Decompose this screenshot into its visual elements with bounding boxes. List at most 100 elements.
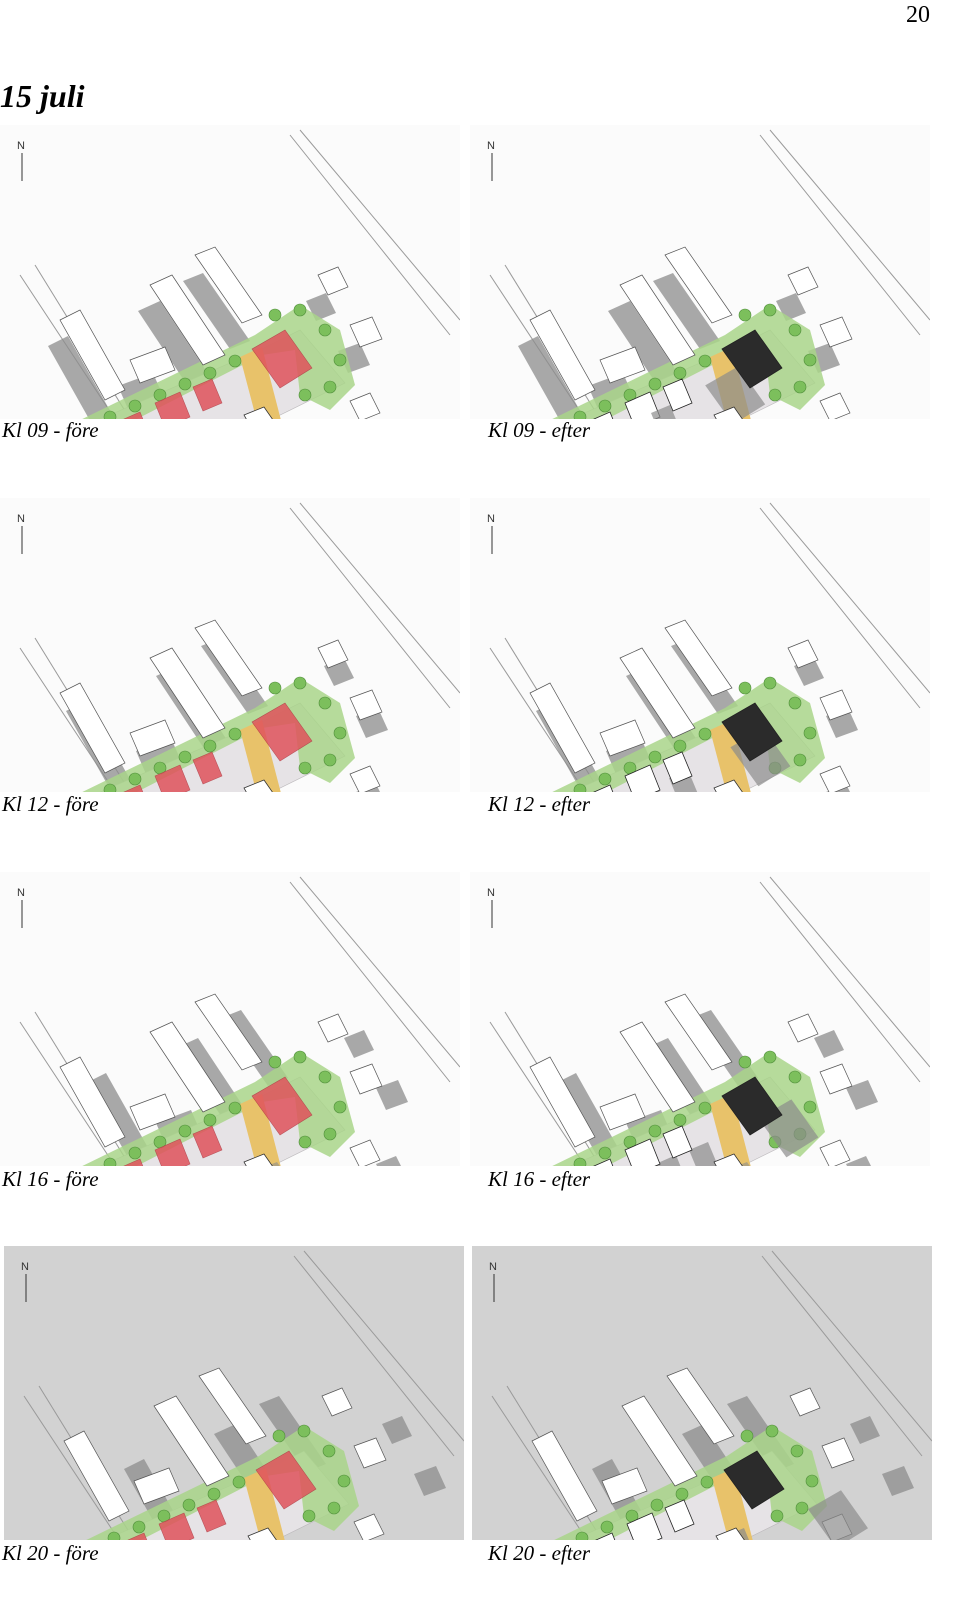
existing-building: [819, 316, 853, 348]
tree-icon: [790, 1444, 804, 1458]
road-line: [289, 881, 451, 1083]
tree-icon: [765, 1424, 779, 1438]
tree-icon: [203, 366, 217, 380]
tree-icon: [793, 753, 807, 767]
tree-icon: [293, 676, 307, 690]
proposed-building-main: [251, 1076, 313, 1136]
existing-building: [129, 1093, 176, 1131]
proposed-building-main: [721, 702, 783, 762]
proposed-building-row-1: [123, 1158, 144, 1166]
tree-icon: [178, 1124, 192, 1138]
tree-icon: [598, 1146, 612, 1160]
tree-icon: [132, 1520, 146, 1534]
tree-icon: [178, 377, 192, 391]
tree-icon: [107, 1531, 121, 1540]
building-shadow: [653, 273, 720, 349]
tree-icon: [598, 399, 612, 413]
tree-icon: [573, 1157, 587, 1166]
site-plan-kl16-efter: N: [470, 872, 930, 1166]
building-shadow: [814, 1030, 844, 1058]
existing-building: [664, 619, 733, 697]
proposed-building-row-1: [593, 1158, 614, 1166]
existing-building: [194, 993, 263, 1071]
tree-icon: [178, 750, 192, 764]
proposed-building-row-3: [196, 1499, 227, 1533]
existing-building: [349, 392, 381, 419]
existing-building: [619, 1021, 696, 1113]
building-shadow: [518, 336, 583, 419]
existing-building: [619, 647, 696, 739]
existing-building: [713, 1153, 743, 1166]
road-line: [299, 876, 460, 1068]
building-shadow: [48, 336, 113, 419]
existing-building: [666, 1367, 735, 1445]
existing-building: [317, 266, 349, 296]
existing-building: [133, 1467, 180, 1505]
site-plan-kl12-efter: N: [470, 498, 930, 792]
existing-building: [129, 719, 176, 757]
tree-icon: [297, 1424, 311, 1438]
tree-icon: [318, 1070, 332, 1084]
tree-icon: [268, 681, 282, 695]
tree-icon: [323, 753, 337, 767]
existing-building: [787, 266, 819, 296]
walking-path: [710, 1094, 751, 1166]
building-shadow: [846, 1080, 878, 1110]
site-plan-kl20-fore: N: [4, 1246, 464, 1540]
road-line: [299, 129, 460, 321]
walking-path: [240, 720, 281, 792]
existing-building: [531, 1430, 598, 1522]
tree-icon: [268, 1055, 282, 1069]
tree-icon: [763, 303, 777, 317]
tree-icon: [673, 366, 687, 380]
tree-icon: [575, 1531, 589, 1540]
page-title: 15 juli: [0, 78, 85, 114]
building-shadow: [850, 1416, 880, 1444]
existing-building: [819, 689, 853, 721]
existing-building: [129, 346, 176, 384]
road-line: [19, 1021, 116, 1166]
site-plan-drawing: N: [4, 1246, 464, 1540]
tree-icon: [675, 1487, 689, 1501]
tree-icon: [763, 1050, 777, 1064]
proposed-building-shadow: [808, 1490, 868, 1540]
existing-building: [149, 647, 226, 739]
road-line: [289, 507, 451, 709]
building-shadow: [382, 1416, 412, 1444]
tree-icon: [648, 750, 662, 764]
existing-building: [713, 406, 743, 419]
proposed-building-shadow: [689, 1142, 718, 1166]
existing-building: [787, 639, 819, 669]
proposed-building-row-2: [624, 764, 661, 792]
walking-path: [240, 347, 281, 419]
existing-building: [821, 1437, 855, 1469]
tree-icon: [573, 783, 587, 792]
tree-icon: [803, 353, 817, 367]
north-label: N: [17, 513, 25, 525]
existing-building: [664, 993, 733, 1071]
existing-building: [243, 406, 273, 419]
tree-icon: [228, 354, 242, 368]
road-line: [293, 1255, 455, 1457]
existing-building: [619, 274, 696, 366]
tree-icon: [203, 1113, 217, 1127]
existing-building: [149, 1021, 226, 1113]
existing-building: [819, 765, 851, 792]
tree-icon: [128, 399, 142, 413]
tree-icon: [698, 727, 712, 741]
existing-building: [621, 1395, 698, 1487]
existing-building: [819, 1139, 851, 1166]
tree-icon: [318, 696, 332, 710]
site-plan-drawing: N: [0, 872, 460, 1166]
caption-kl12-efter: Kl 12 - efter: [488, 792, 591, 816]
tree-icon: [333, 1100, 347, 1114]
existing-building: [349, 765, 381, 792]
proposed-building-row-3: [192, 1125, 223, 1159]
existing-building: [247, 1527, 277, 1540]
tree-icon: [788, 1070, 802, 1084]
tree-icon: [298, 761, 312, 775]
tree-icon: [648, 1124, 662, 1138]
proposed-building-main: [721, 1076, 783, 1136]
walking-path: [712, 1468, 753, 1540]
existing-building: [713, 779, 743, 792]
